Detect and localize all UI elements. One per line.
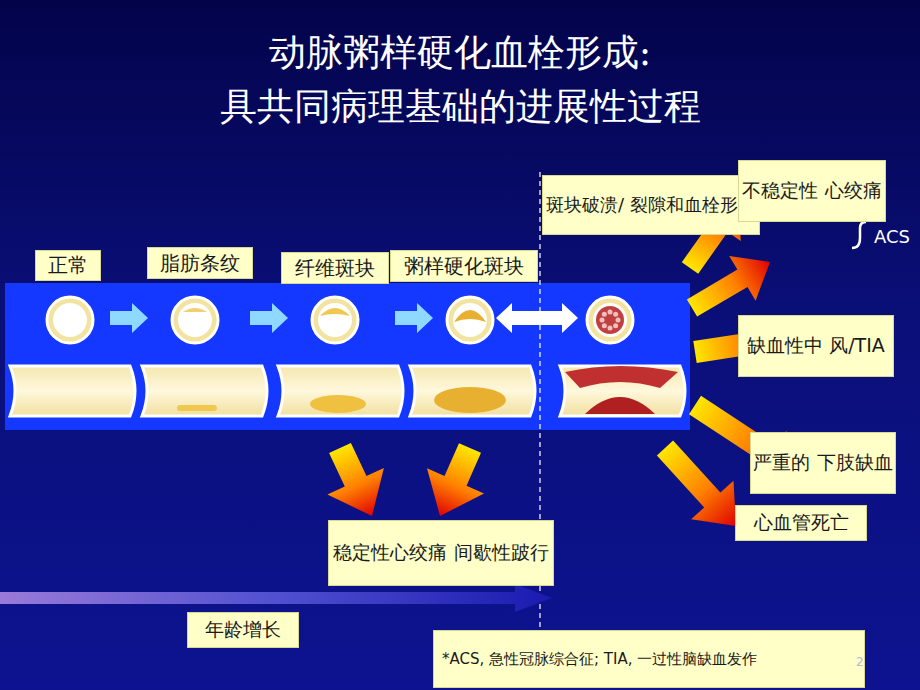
- node-text: 稳定性心绞痛 间歇性跛行: [333, 541, 548, 565]
- stage-label: 粥样硬化斑块: [390, 250, 538, 282]
- age-label: 年龄增长: [187, 612, 299, 648]
- outcome-arrows: [327, 200, 800, 526]
- stage-label: 正常: [35, 250, 101, 281]
- node-text: 严重的 下肢缺血: [753, 451, 892, 475]
- vessel-longitudinal: [142, 366, 267, 416]
- outcome-box: 严重的 下肢缺血: [750, 432, 896, 494]
- node-text: 缺血性中 风/TIA: [747, 334, 885, 358]
- node-text: 正常: [48, 253, 88, 278]
- progression-arrow: [395, 303, 433, 333]
- atheroma: [454, 310, 486, 322]
- outcome-box: 不稳定性 心绞痛: [738, 160, 886, 222]
- progression-arrow: [250, 303, 288, 333]
- fatty-streak: [183, 308, 207, 312]
- node-text: 脂肪条纹: [160, 251, 240, 276]
- vessel-lumen: [593, 303, 627, 337]
- thrombus: [596, 306, 624, 334]
- vessel-longitudinal: [278, 366, 403, 416]
- vessel-cross-section: [312, 297, 358, 343]
- outcome-arrow: [327, 443, 384, 516]
- vessel-cross-section: [447, 297, 493, 343]
- vessel-lumen: [453, 303, 487, 337]
- vessel-drawings: [10, 297, 685, 416]
- node-text: 年龄增长: [205, 618, 281, 642]
- vessel-cross-section: [47, 297, 93, 343]
- vessel-longitudinal: [410, 366, 535, 416]
- vessel-cross-section: [587, 297, 633, 343]
- node-text: 粥样硬化斑块: [404, 254, 524, 279]
- node-text: 不稳定性 心绞痛: [742, 179, 881, 203]
- stage-label: 斑块破溃/ 裂隙和血栓形成: [542, 175, 760, 235]
- stage-label: 纤维斑块: [281, 252, 389, 284]
- node-text: 纤维斑块: [295, 256, 375, 281]
- outcome-arrow: [657, 441, 736, 526]
- outcome-box: 心血管死亡: [735, 505, 867, 541]
- age-arrow: [0, 584, 552, 612]
- node-text: 斑块破溃/ 裂隙和血栓形成: [546, 194, 756, 217]
- stage-label: 脂肪条纹: [147, 247, 253, 279]
- vessel-longitudinal: [560, 366, 685, 416]
- vessel-longitudinal: [10, 366, 135, 416]
- outcome-arrow: [687, 256, 770, 317]
- fibrous-plaque: [320, 308, 350, 316]
- illustration-band: [5, 283, 690, 430]
- double-arrow: [496, 303, 578, 333]
- node-text: 心血管死亡: [754, 511, 849, 535]
- footnote-box: *ACS, 急性冠脉综合征; TIA, 一过性脑缺血发作: [433, 630, 865, 688]
- vessel-lumen: [178, 303, 212, 337]
- vessel-cross-section: [172, 297, 218, 343]
- vessel-lumen: [53, 303, 87, 337]
- vessel-lumen: [318, 303, 352, 337]
- slide-title: 动脉粥样硬化血栓形成: 具共同病理基础的进展性过程: [60, 26, 860, 133]
- page-number: 2: [856, 655, 864, 669]
- outcome-box: 缺血性中 风/TIA: [738, 315, 894, 377]
- node-text: *ACS, 急性冠脉综合征; TIA, 一过性脑缺血发作: [442, 650, 757, 669]
- acs-label: ACS: [874, 226, 910, 247]
- outcome-arrow: [427, 443, 484, 516]
- progression-arrow: [110, 303, 148, 333]
- outcome-box: 稳定性心绞痛 间歇性跛行: [328, 520, 554, 586]
